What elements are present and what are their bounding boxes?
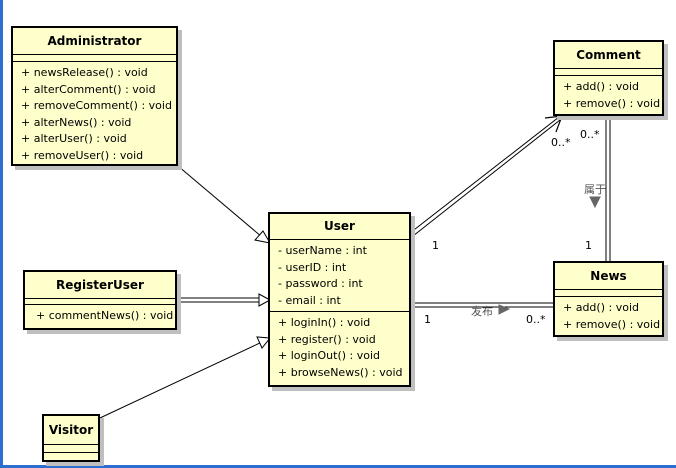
attributes-compartment bbox=[25, 299, 175, 305]
attribute-row: - password : int bbox=[278, 277, 363, 290]
method-row: + commentNews() : void bbox=[36, 309, 174, 322]
attribute-row: - email : int bbox=[278, 293, 341, 307]
method-row: + removeUser() : void bbox=[21, 148, 144, 162]
attribute-row: - userName : int bbox=[278, 244, 367, 257]
attributes-compartment bbox=[44, 445, 98, 453]
class-name: Visitor bbox=[44, 416, 98, 445]
generalization-arrowhead-administrator bbox=[254, 230, 271, 244]
attribute-row: - userID : int bbox=[278, 260, 347, 274]
association-arrowhead-comment bbox=[544, 115, 563, 133]
multiplicity-user-news-news-end: 0..* bbox=[526, 313, 546, 326]
method-row: + remove() : void bbox=[563, 317, 661, 331]
multiplicity-user-comment-comment-end: 0..* bbox=[551, 136, 571, 149]
class-user[interactable]: User - userName : int - userID : int - p… bbox=[268, 212, 411, 387]
method-row: + browseNews() : void bbox=[278, 365, 403, 379]
method-row: + alterComment() : void bbox=[21, 82, 156, 96]
method-row: + remove() : void bbox=[563, 96, 661, 110]
attributes-compartment bbox=[13, 55, 176, 62]
class-administrator[interactable]: Administrator + newsRelease() : void + a… bbox=[11, 26, 178, 166]
class-name: User bbox=[270, 214, 409, 240]
method-row: + removeComment() : void bbox=[21, 99, 172, 112]
attributes-compartment: - userName : int - userID : int - passwo… bbox=[270, 240, 409, 312]
class-news[interactable]: News + add() : void + remove() : void bbox=[553, 261, 664, 337]
method-row: + alterNews() : void bbox=[21, 115, 132, 129]
window-bottom-edge bbox=[0, 465, 676, 468]
method-row: + register() : void bbox=[278, 332, 376, 346]
method-row: + add() : void bbox=[563, 301, 639, 314]
association-label-publish: 发布 bbox=[471, 305, 493, 318]
association-user-comment-b bbox=[412, 119, 561, 237]
class-name: News bbox=[555, 263, 662, 290]
publish-direction-arrow bbox=[498, 304, 511, 315]
methods-compartment: + commentNews() : void bbox=[25, 305, 175, 327]
class-comment[interactable]: Comment + add() : void + remove() : void bbox=[553, 40, 664, 116]
generalization-visitor-user bbox=[99, 341, 263, 419]
generalization-arrowhead-visitor bbox=[256, 336, 271, 349]
multiplicity-comment-news-news-end: 1 bbox=[585, 239, 592, 252]
belongs-direction-arrow bbox=[589, 196, 601, 209]
class-name: Administrator bbox=[13, 28, 176, 55]
method-row: + loginIn() : void bbox=[278, 316, 371, 329]
method-row: + loginOut() : void bbox=[278, 349, 381, 362]
class-name: RegisterUser bbox=[25, 272, 175, 299]
methods-compartment: + loginIn() : void + register() : void +… bbox=[270, 312, 409, 383]
attributes-compartment bbox=[555, 290, 662, 297]
multiplicity-user-news-user-end: 1 bbox=[424, 313, 431, 326]
class-visitor[interactable]: Visitor bbox=[42, 414, 100, 462]
methods-compartment: + newsRelease() : void + alterComment() … bbox=[13, 62, 176, 166]
class-registeruser[interactable]: RegisterUser + commentNews() : void bbox=[23, 270, 177, 330]
method-row: + alterUser() : void bbox=[21, 132, 127, 145]
association-user-comment-a bbox=[409, 116, 560, 234]
multiplicity-user-comment-user-end: 1 bbox=[432, 239, 439, 252]
method-row: + add() : void bbox=[563, 80, 639, 93]
methods-compartment: + add() : void + remove() : void bbox=[555, 76, 662, 114]
generalization-arrowhead-registeruser bbox=[258, 293, 272, 307]
multiplicity-comment-news-comment-end: 0..* bbox=[580, 128, 600, 141]
window-left-edge bbox=[0, 0, 3, 468]
attributes-compartment bbox=[555, 69, 662, 76]
method-row: + newsRelease() : void bbox=[21, 66, 148, 79]
association-label-belongs: 属于 bbox=[584, 183, 606, 196]
generalization-administrator-user bbox=[177, 165, 263, 238]
class-name: Comment bbox=[555, 42, 662, 69]
methods-compartment: + add() : void + remove() : void bbox=[555, 297, 662, 335]
